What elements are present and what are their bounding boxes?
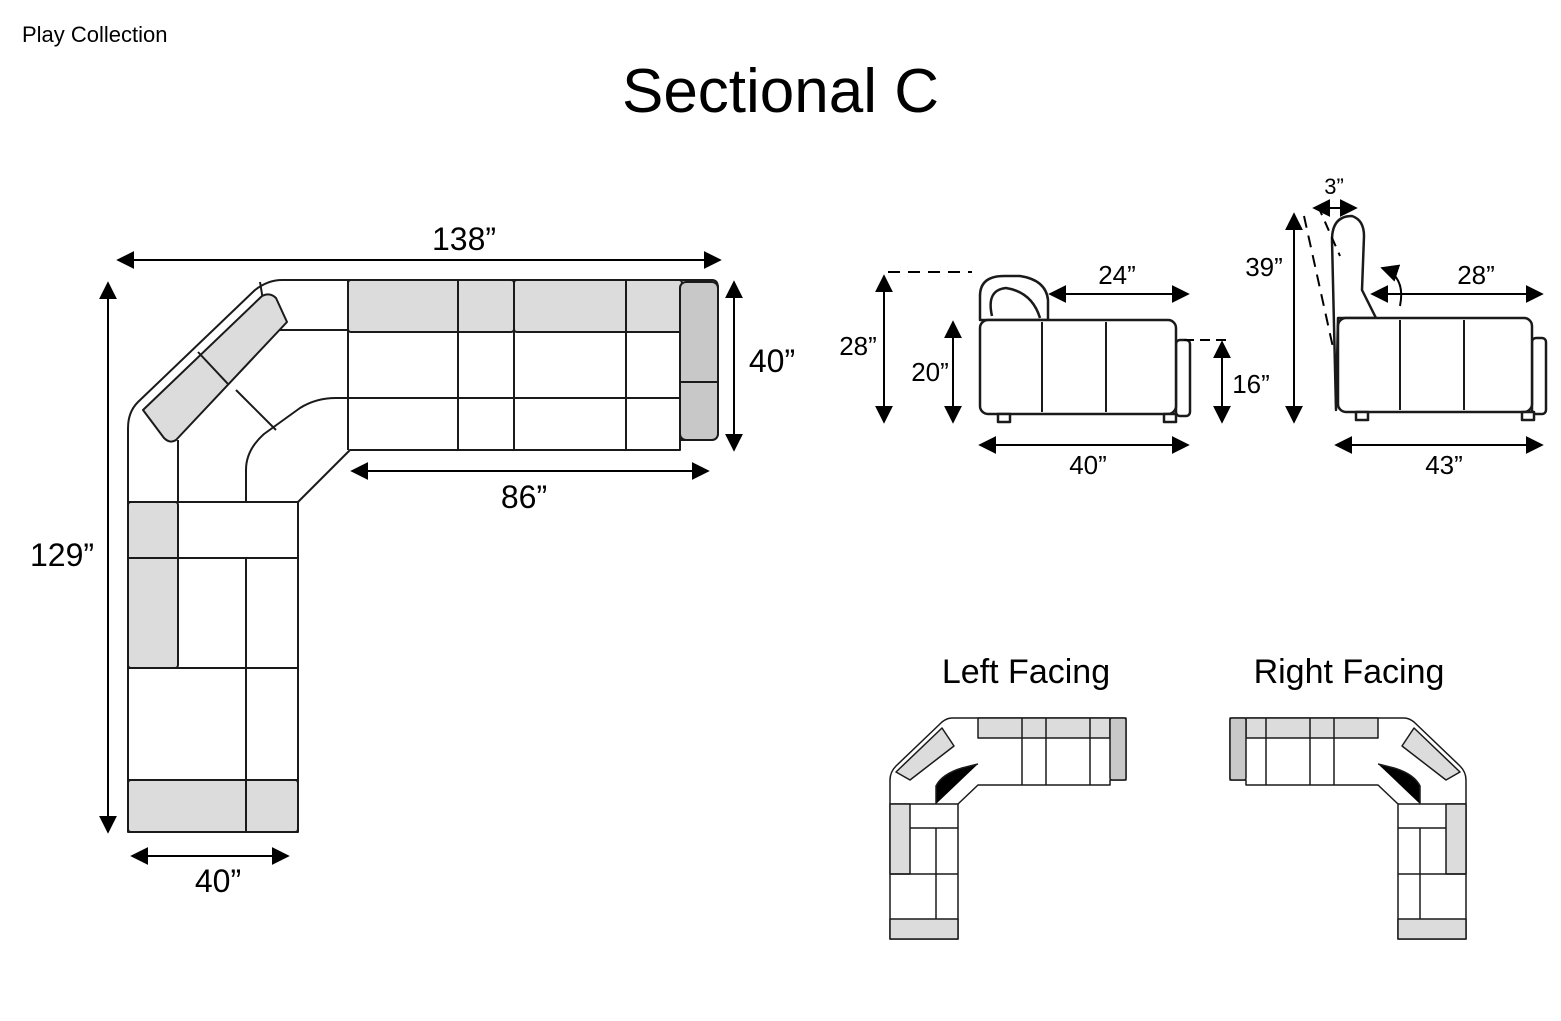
left-facing-thumbnail [889,717,1127,940]
side-view [978,274,1192,424]
dim-inner-length: 86” [501,479,547,515]
side-view-dimension-lines [875,271,1231,454]
plan-dimension-lines [99,251,743,865]
dim-seat-depth: 40” [749,343,795,379]
dim-side-seat-depth: 24” [1098,260,1136,290]
dim-overall-width: 138” [432,221,496,257]
plan-cushions [127,279,719,833]
product-title: Sectional C [621,57,940,126]
dim-recline-offset: 3” [1324,174,1344,199]
recline-view-dimension-lines [1285,199,1544,454]
recline-view [1330,214,1548,422]
label-left-facing: Left Facing [942,653,1110,691]
dim-bottom-width: 40” [195,863,241,899]
collection-name: Play Collection [22,22,168,47]
dim-recline-depth: 43” [1425,450,1463,480]
dim-side-depth: 40” [1069,450,1107,480]
label-right-facing: Right Facing [1254,653,1445,691]
dim-overall-depth: 129” [30,537,94,573]
right-facing-thumbnail [1229,717,1467,940]
dim-arm-height: 16” [1232,369,1270,399]
dim-seat-height: 20” [911,357,949,387]
dim-recline-seat-depth: 28” [1457,260,1495,290]
dim-recline-height: 39” [1245,252,1283,282]
dim-back-height: 28” [839,331,877,361]
